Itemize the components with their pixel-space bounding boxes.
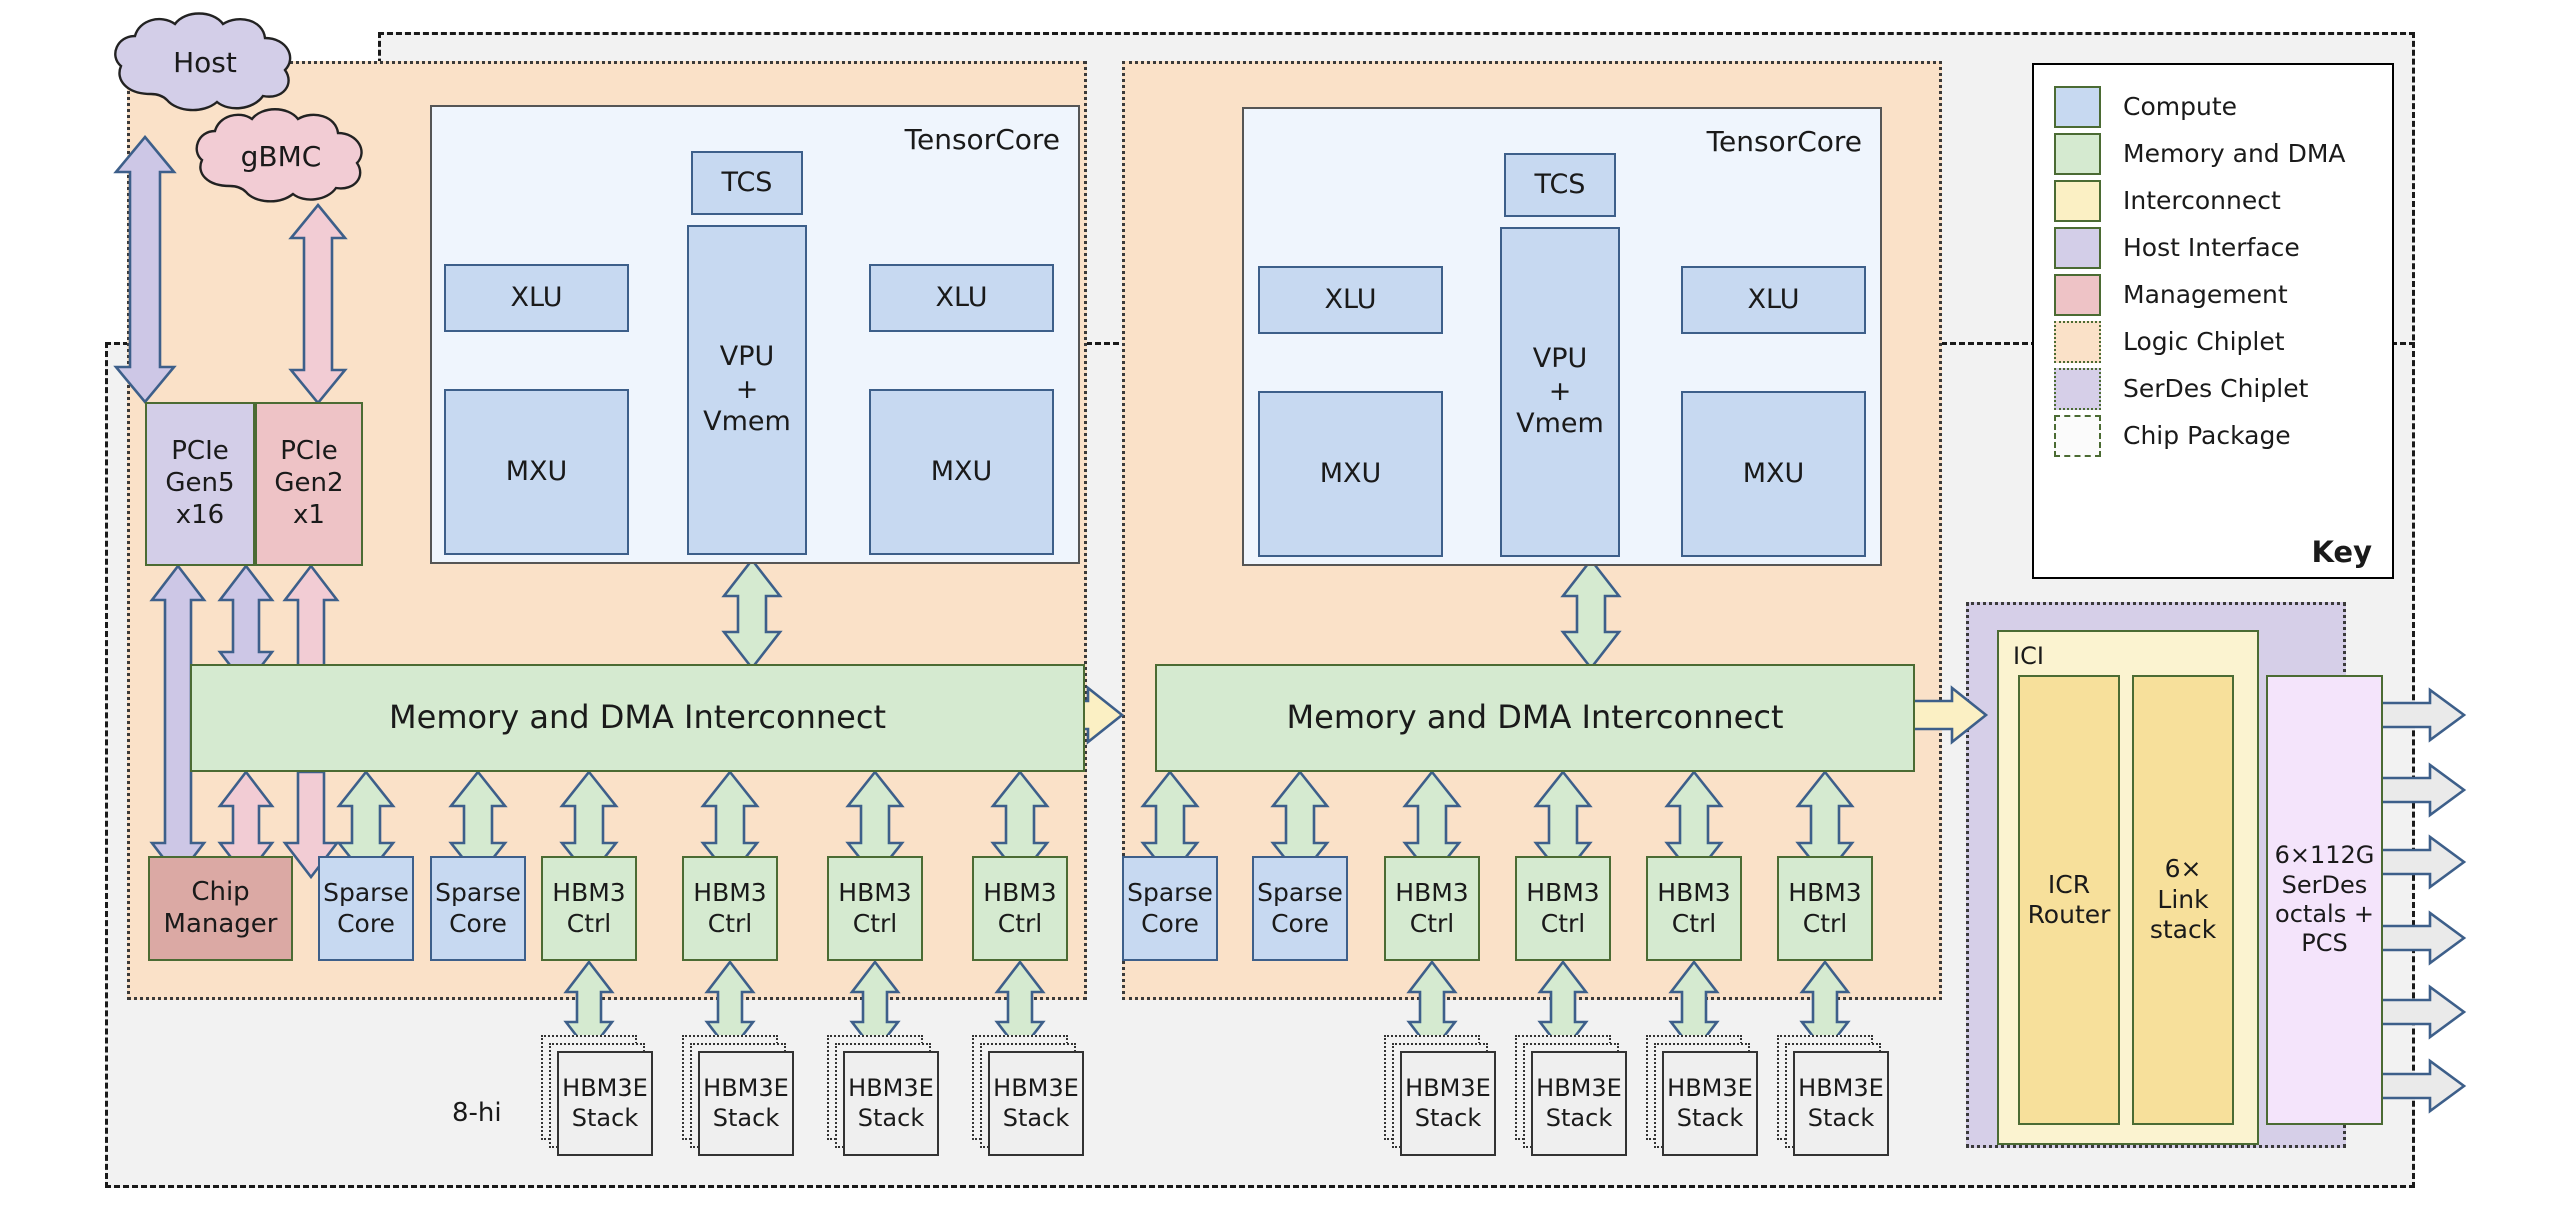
host-label: Host	[173, 46, 237, 79]
key-label-chip-package: Chip Package	[2123, 421, 2291, 450]
key-row-serdes-chiplet: SerDes Chiplet	[2054, 365, 2372, 412]
key-row-memory: Memory and DMA	[2054, 130, 2372, 177]
key-row-management: Management	[2054, 271, 2372, 318]
hbm3e-stack-l2[interactable]: HBM3E Stack	[843, 1051, 939, 1156]
hbm3-ctrl-block-r0[interactable]: HBM3 Ctrl	[1384, 856, 1480, 961]
key-swatch-logic-chiplet	[2054, 320, 2101, 363]
key-swatch-compute	[2054, 85, 2101, 128]
chip-manager-block[interactable]: Chip Manager	[148, 856, 293, 961]
mxu-left-block-0[interactable]: MXU	[444, 389, 629, 555]
hbm3e-stack-l1[interactable]: HBM3E Stack	[698, 1051, 794, 1156]
xlu-right-block-0[interactable]: XLU	[869, 264, 1054, 332]
key-swatch-memory	[2054, 132, 2101, 175]
hbm3e-stack-r2[interactable]: HBM3E Stack	[1662, 1051, 1758, 1156]
hbm-stack-annotation: 8-hi	[452, 1098, 502, 1128]
key-label-management: Management	[2123, 280, 2288, 309]
memory-dma-interconnect-1[interactable]: Memory and DMA Interconnect	[1155, 664, 1915, 772]
hbm3e-stack-l0[interactable]: HBM3E Stack	[557, 1051, 653, 1156]
key-row-interconnect: Interconnect	[2054, 177, 2372, 224]
tensorcore-title-0: TensorCore	[904, 123, 1060, 156]
memory-dma-interconnect-0[interactable]: Memory and DMA Interconnect	[190, 664, 1085, 772]
tcs-block-0[interactable]: TCS	[691, 151, 803, 215]
pcie-gen2-block[interactable]: PCIe Gen2 x1	[255, 402, 363, 566]
hbm3e-stack-r3[interactable]: HBM3E Stack	[1793, 1051, 1889, 1156]
key-row-host-interface: Host Interface	[2054, 224, 2372, 271]
key-label-logic-chiplet: Logic Chiplet	[2123, 327, 2285, 356]
mxu-right-block-1[interactable]: MXU	[1681, 391, 1866, 557]
pcie-gen5-block[interactable]: PCIe Gen5 x16	[145, 402, 255, 566]
tensorcore-title-1: TensorCore	[1706, 125, 1862, 158]
key-row-chip-package: Chip Package	[2054, 412, 2372, 459]
sparse-core-block-r0[interactable]: Sparse Core	[1122, 856, 1218, 961]
sparse-core-block-l1[interactable]: Sparse Core	[430, 856, 526, 961]
sparse-core-block-r1[interactable]: Sparse Core	[1252, 856, 1348, 961]
mxu-left-block-1[interactable]: MXU	[1258, 391, 1443, 557]
key-swatch-host-interface	[2054, 226, 2101, 269]
key-title: Key	[2311, 535, 2372, 569]
hbm3-ctrl-block-l2[interactable]: HBM3 Ctrl	[827, 856, 923, 961]
hbm3e-stack-l3[interactable]: HBM3E Stack	[988, 1051, 1084, 1156]
hbm3-ctrl-block-l0[interactable]: HBM3 Ctrl	[541, 856, 637, 961]
xlu-right-block-1[interactable]: XLU	[1681, 266, 1866, 334]
icr-router-block[interactable]: ICR Router	[2018, 675, 2120, 1125]
hbm3-ctrl-block-r1[interactable]: HBM3 Ctrl	[1515, 856, 1611, 961]
gbmc-label: gBMC	[240, 140, 322, 173]
key-swatch-management	[2054, 273, 2101, 316]
hbm3e-stack-r0[interactable]: HBM3E Stack	[1400, 1051, 1496, 1156]
host-cloud: Host	[105, 12, 305, 117]
gbmc-cloud: gBMC	[186, 108, 376, 208]
sparse-core-block-l0[interactable]: Sparse Core	[318, 856, 414, 961]
key-row-logic-chiplet: Logic Chiplet	[2054, 318, 2372, 365]
hbm3-ctrl-block-r2[interactable]: HBM3 Ctrl	[1646, 856, 1742, 961]
key-label-compute: Compute	[2123, 92, 2238, 121]
vpu-vmem-block-0[interactable]: VPU + Vmem	[687, 225, 807, 555]
xlu-left-block-0[interactable]: XLU	[444, 264, 629, 332]
hbm3-ctrl-block-r3[interactable]: HBM3 Ctrl	[1777, 856, 1873, 961]
tcs-block-1[interactable]: TCS	[1504, 153, 1616, 217]
hbm3-ctrl-block-l3[interactable]: HBM3 Ctrl	[972, 856, 1068, 961]
link-stack-block[interactable]: 6× Link stack	[2132, 675, 2234, 1125]
key-label-memory: Memory and DMA	[2123, 139, 2346, 168]
hbm3-ctrl-block-l1[interactable]: HBM3 Ctrl	[682, 856, 778, 961]
hbm3e-stack-r1[interactable]: HBM3E Stack	[1531, 1051, 1627, 1156]
vpu-vmem-block-1[interactable]: VPU + Vmem	[1500, 227, 1620, 557]
key-swatch-serdes-chiplet	[2054, 367, 2101, 410]
key-label-serdes-chiplet: SerDes Chiplet	[2123, 374, 2309, 403]
mxu-right-block-0[interactable]: MXU	[869, 389, 1054, 555]
key-legend: Compute Memory and DMA Interconnect Host…	[2032, 63, 2394, 579]
key-label-host-interface: Host Interface	[2123, 233, 2300, 262]
ici-title: ICI	[2013, 642, 2044, 670]
key-swatch-interconnect	[2054, 179, 2101, 222]
key-row-compute: Compute	[2054, 83, 2372, 130]
xlu-left-block-1[interactable]: XLU	[1258, 266, 1443, 334]
key-label-interconnect: Interconnect	[2123, 186, 2281, 215]
key-swatch-chip-package	[2054, 414, 2101, 457]
serdes-octals-pcs-block[interactable]: 6×112G SerDes octals + PCS	[2266, 675, 2383, 1125]
